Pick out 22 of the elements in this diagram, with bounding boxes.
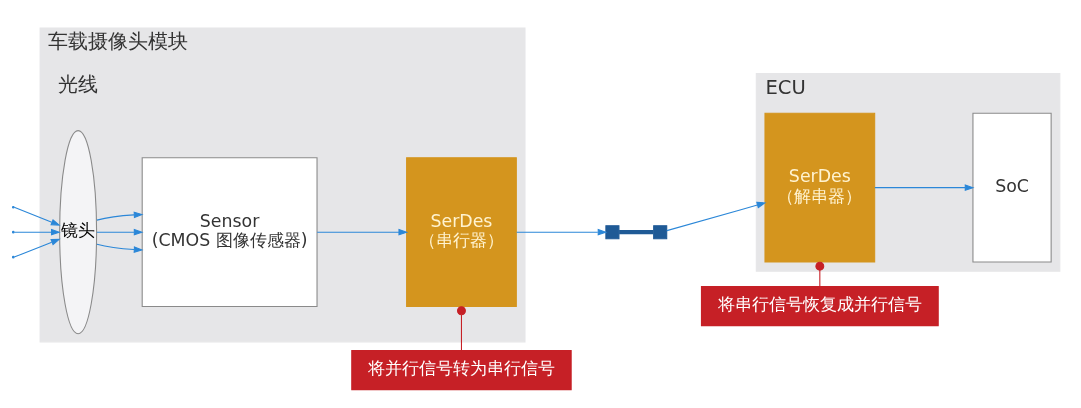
node-box <box>605 224 620 239</box>
arrow <box>96 210 144 221</box>
arrow <box>13 238 61 258</box>
arrow <box>666 201 767 231</box>
node-box: Sensor (CMOS 图像传感器) <box>141 156 318 307</box>
node-box <box>653 224 668 239</box>
node-box: 将串行信号恢复成并行信号 <box>700 285 939 326</box>
arrow <box>96 243 144 253</box>
node-box: SerDes （解串器） <box>764 112 876 263</box>
node-box: SerDes （串行器） <box>406 156 517 307</box>
node-box: 将并行信号转为串行信号 <box>351 349 572 390</box>
node-ellipse: 镜头 <box>59 129 98 334</box>
label: 光线 <box>58 72 99 96</box>
connector <box>457 305 466 351</box>
node-box: SoC <box>972 112 1052 263</box>
arrow <box>316 228 409 236</box>
arrow <box>13 228 61 236</box>
connector <box>619 229 654 234</box>
arrow <box>13 206 61 226</box>
arrow <box>96 228 144 236</box>
arrow <box>874 183 975 191</box>
arrow <box>516 228 608 236</box>
